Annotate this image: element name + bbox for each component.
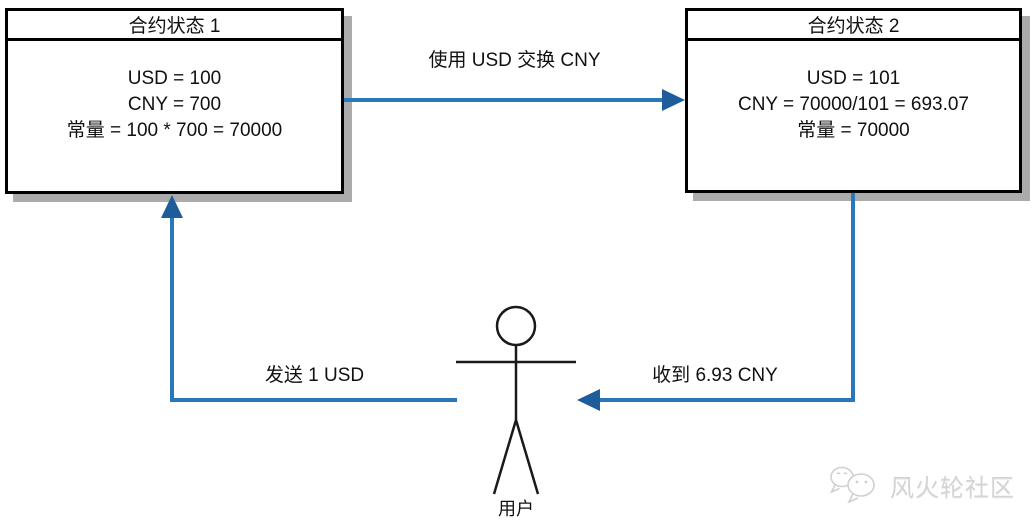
state2-constant-value: 常量 = 70000 [797,120,910,141]
watermark-text: 风火轮社区 [890,474,1015,502]
state1-constant-value: 常量 = 100 * 700 = 70000 [66,120,283,141]
contract-state-1-body: USD = 100 CNY = 700 常量 = 100 * 700 = 700… [8,41,341,144]
contract-state-2-title: 合约状态 2 [688,11,1019,41]
arrow-swap-right-icon [344,89,685,111]
contract-state-2-box: 合约状态 2 USD = 101 CNY = 70000/101 = 693.0… [685,8,1022,193]
watermark: 风火轮社区 [826,464,1015,506]
contract-state-1-box: 合约状态 1 USD = 100 CNY = 700 常量 = 100 * 70… [5,8,344,194]
state1-usd-value: USD = 100 [127,68,222,89]
contract-state-1-title: 合约状态 1 [8,11,341,41]
swap-edge-label: 使用 USD 交换 CNY [428,50,601,71]
state2-cny-value: CNY = 70000/101 = 693.07 [737,94,969,115]
contract-state-2-body: USD = 101 CNY = 70000/101 = 693.07 常量 = … [688,41,1019,144]
state2-usd-value: USD = 101 [806,68,901,89]
send-edge-label: 发送 1 USD [264,365,365,386]
wechat-icon [829,466,875,504]
state1-cny-value: CNY = 700 [127,94,222,115]
receive-edge-label: 收到 6.93 CNY [652,365,778,386]
stick-figure-icon [456,305,576,495]
user-actor-label: 用户 [498,499,534,519]
